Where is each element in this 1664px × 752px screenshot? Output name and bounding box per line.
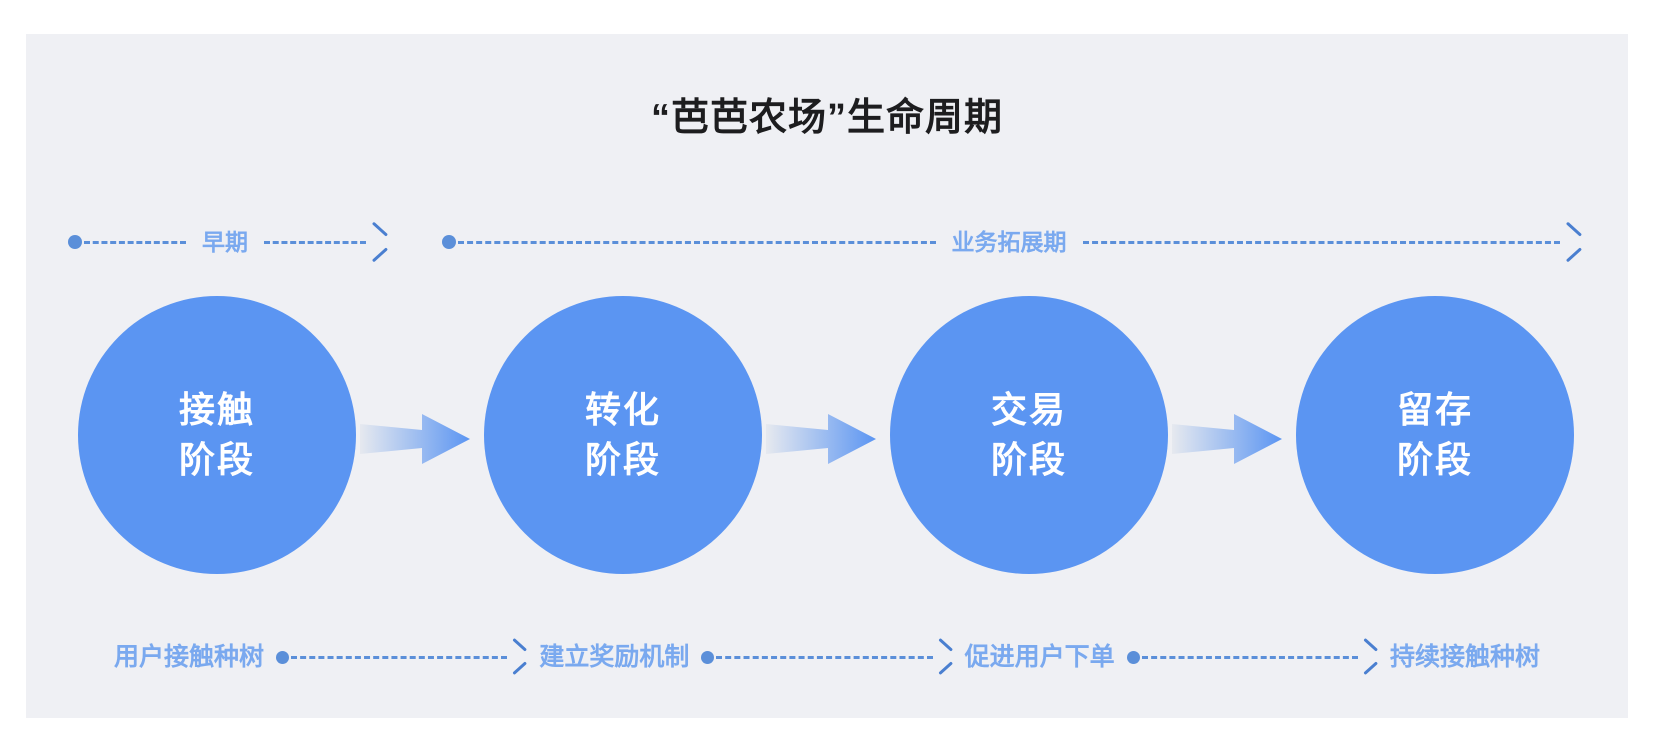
phase-start-dot-icon — [68, 235, 82, 249]
page-title: “芭芭农场”生命周期 — [650, 97, 1003, 139]
connector-dot-icon — [701, 650, 715, 664]
phase-label-early: 早期 — [202, 228, 248, 255]
stage-label-line2: 阶段 — [1396, 439, 1473, 480]
connector-dot-icon — [1126, 650, 1140, 664]
phase-dashed-line — [1082, 240, 1560, 244]
arrow-right-icon — [507, 645, 527, 669]
stage-label-line2: 阶段 — [584, 439, 661, 480]
action-label-continuous-planting: 持续接触种树 — [1389, 642, 1540, 671]
action-connector — [689, 645, 964, 669]
stage-label-line1: 接触 — [178, 389, 255, 431]
connector-dashed-line — [291, 655, 508, 659]
phase-timeline: 早期 业务拓展期 — [26, 212, 1628, 272]
stage-circle-row: 接触 阶段 转化 阶段 — [26, 296, 1628, 574]
arrow-right-icon — [933, 645, 953, 669]
action-label-reward-mechanism: 建立奖励机制 — [539, 642, 690, 671]
action-connector — [1115, 645, 1390, 669]
stage-label-line2: 阶段 — [178, 439, 255, 480]
arrow-right-icon — [366, 229, 388, 255]
connector-dashed-line — [716, 655, 933, 659]
connector-dashed-line — [1141, 655, 1358, 659]
arrow-right-icon — [1358, 645, 1378, 669]
phase-span-early: 早期 — [68, 212, 388, 272]
stage-circle-conversion[interactable]: 转化 阶段 — [484, 296, 762, 574]
phase-label-business-expansion: 业务拓展期 — [951, 228, 1067, 255]
phase-start-dot-icon — [442, 235, 456, 249]
flow-arrow-icon — [766, 414, 876, 464]
stage-label-line1: 留存 — [1396, 389, 1473, 431]
arrow-right-icon — [1560, 229, 1582, 255]
action-label-contact-planting: 用户接触种树 — [114, 642, 265, 671]
action-label-promote-orders: 促进用户下单 — [964, 642, 1115, 671]
stage-label-line1: 交易 — [990, 389, 1067, 431]
phase-dashed-line — [458, 240, 936, 244]
stage-circle-contact[interactable]: 接触 阶段 — [78, 296, 356, 574]
phase-dashed-line — [264, 240, 366, 244]
phase-span-business-expansion: 业务拓展期 — [442, 212, 1582, 272]
connector-dot-icon — [276, 650, 290, 664]
lifecycle-panel: “芭芭农场”生命周期 早期 业务拓展期 接触 阶段 — [26, 34, 1628, 718]
action-connector — [264, 645, 539, 669]
stage-circle-retention[interactable]: 留存 阶段 — [1296, 296, 1574, 574]
stage-label-line1: 转化 — [584, 389, 661, 431]
phase-dashed-line — [84, 240, 186, 244]
stage-label-line2: 阶段 — [990, 439, 1067, 480]
flow-arrow-icon — [360, 414, 470, 464]
flow-arrow-icon — [1172, 414, 1282, 464]
action-sequence-row: 用户接触种树 建立奖励机制 促进用户下单 持续接触种树 — [26, 634, 1628, 680]
stage-circle-transaction[interactable]: 交易 阶段 — [890, 296, 1168, 574]
